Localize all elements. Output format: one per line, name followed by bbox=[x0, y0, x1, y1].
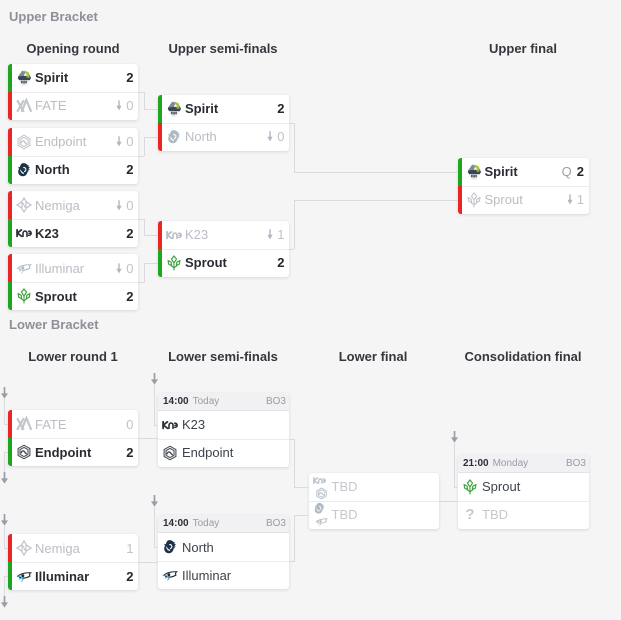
svg-text:N: N bbox=[21, 543, 27, 553]
svg-text:N: N bbox=[21, 200, 27, 210]
